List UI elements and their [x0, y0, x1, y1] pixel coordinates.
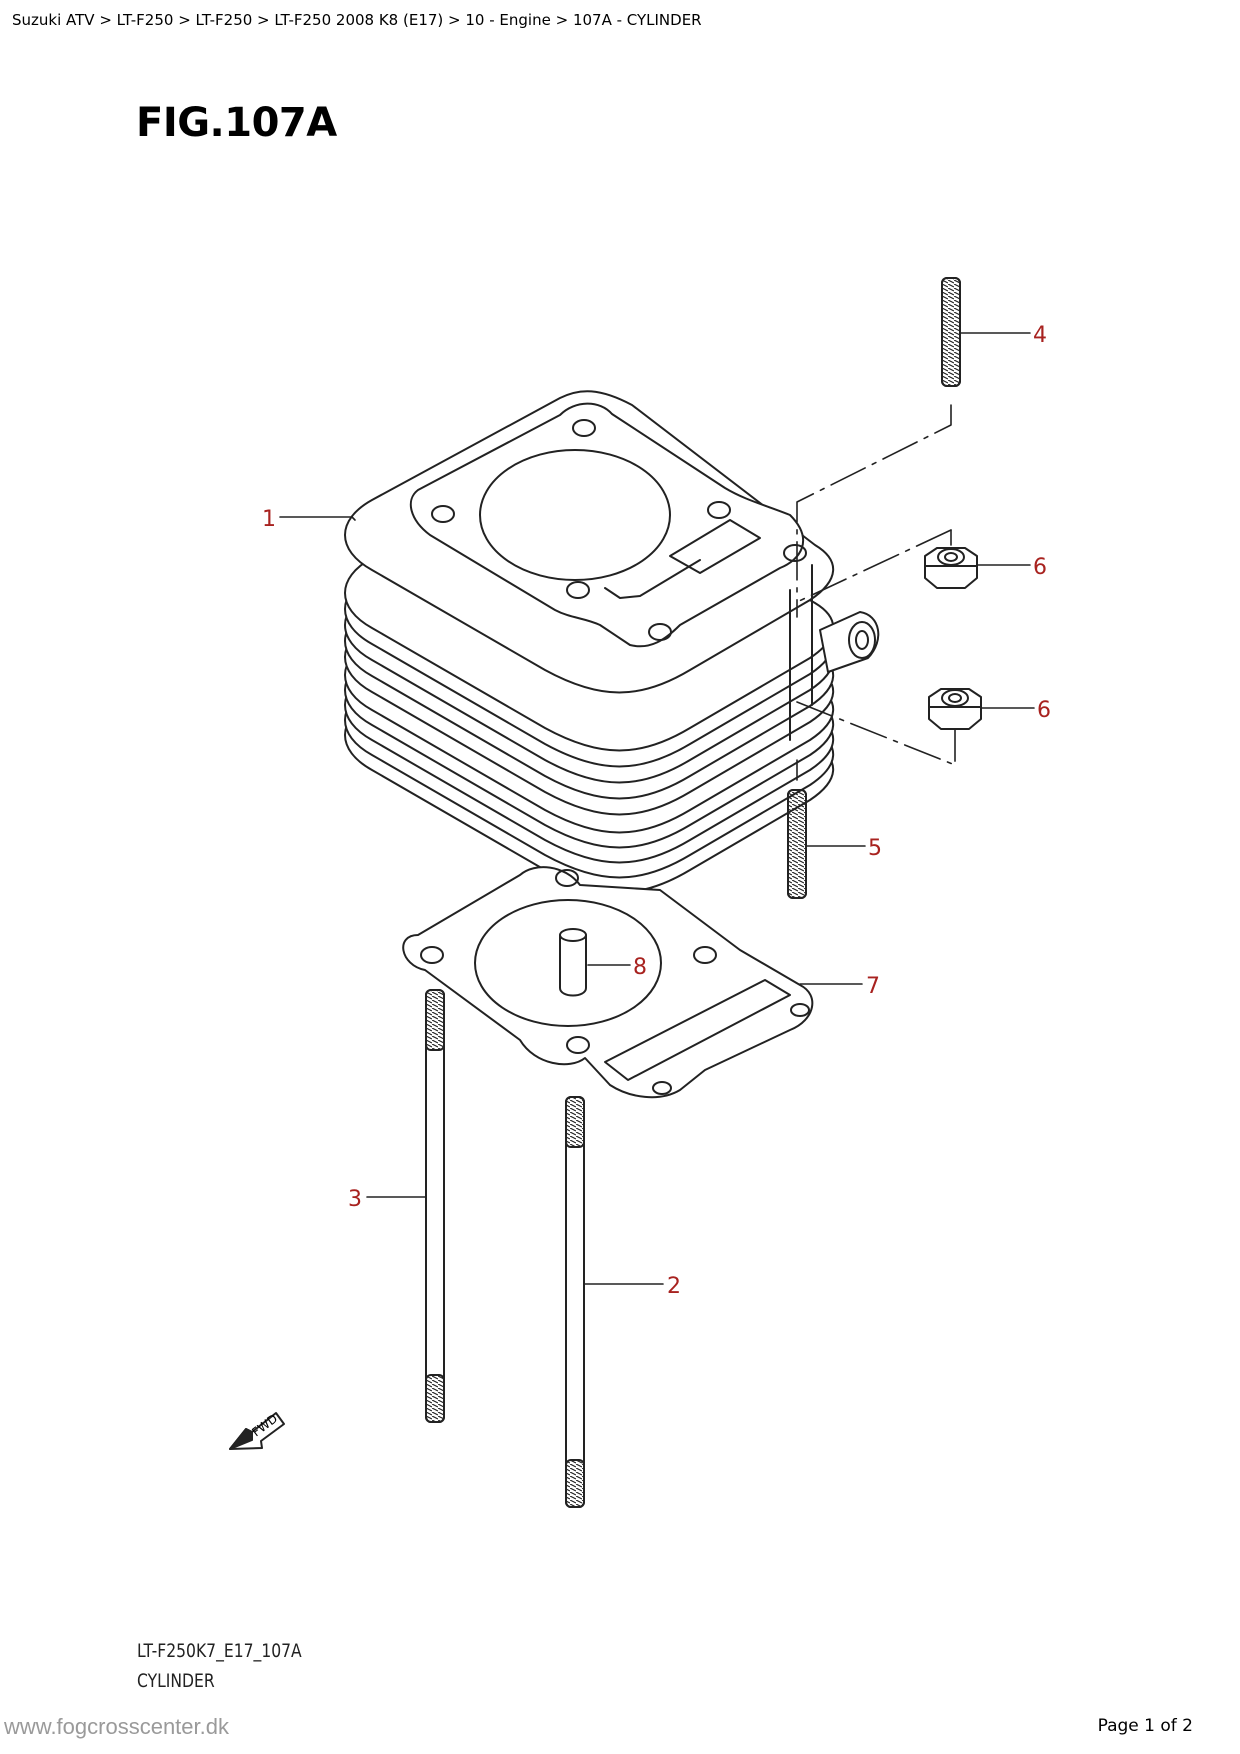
breadcrumb-separator: >: [443, 11, 466, 29]
assembly-lines: [796, 404, 956, 781]
breadcrumb-current: 107A - CYLINDER: [572, 11, 702, 29]
site-url[interactable]: www.fogcrosscenter.dk: [4, 1714, 229, 1739]
breadcrumb-separator: >: [94, 11, 117, 29]
breadcrumb-item[interactable]: Suzuki ATV: [12, 11, 95, 29]
callout-6-upper[interactable]: 6: [1033, 555, 1047, 580]
long-stud-2[interactable]: [565, 1096, 585, 1508]
nut-6-upper[interactable]: [924, 547, 978, 589]
breadcrumb: Suzuki ATV > LT-F250 > LT-F250 > LT-F250…: [12, 11, 702, 29]
breadcrumb-separator: >: [550, 11, 573, 29]
stud-bolt-5[interactable]: [787, 789, 807, 899]
dowel-pin[interactable]: [559, 928, 587, 997]
breadcrumb-item[interactable]: LT-F250 2008 K8 (E17): [274, 11, 444, 29]
fwd-arrow-icon: [229, 1412, 285, 1450]
cylinder-block[interactable]: [344, 390, 880, 894]
callout-6-lower[interactable]: 6: [1037, 698, 1051, 723]
callout-1[interactable]: 1: [262, 507, 276, 532]
callout-2[interactable]: 2: [667, 1274, 681, 1299]
callout-8[interactable]: 8: [633, 955, 647, 980]
callout-5[interactable]: 5: [868, 836, 882, 861]
breadcrumb-separator: >: [173, 11, 196, 29]
figure-code: LT-F250K7_E17_107A: [137, 1640, 302, 1662]
callout-3[interactable]: 3: [348, 1187, 362, 1212]
callout-4[interactable]: 4: [1033, 323, 1047, 348]
breadcrumb-item[interactable]: 10 - Engine: [465, 11, 551, 29]
long-stud-3[interactable]: [425, 989, 445, 1423]
page-indicator: Page 1 of 2: [1097, 1716, 1193, 1736]
leader-lines: [279, 332, 1035, 1285]
callout-7[interactable]: 7: [866, 974, 880, 999]
nut-6-lower[interactable]: [928, 688, 982, 730]
base-gasket[interactable]: [402, 866, 814, 1099]
breadcrumb-item[interactable]: LT-F250: [116, 11, 174, 29]
cylinder-boss: [819, 611, 880, 673]
stud-bolt-4[interactable]: [941, 277, 961, 387]
figure-caption: CYLINDER: [137, 1670, 215, 1692]
figure-title: FIG.107A: [136, 100, 337, 146]
breadcrumb-item[interactable]: LT-F250: [195, 11, 253, 29]
breadcrumb-separator: >: [252, 11, 275, 29]
